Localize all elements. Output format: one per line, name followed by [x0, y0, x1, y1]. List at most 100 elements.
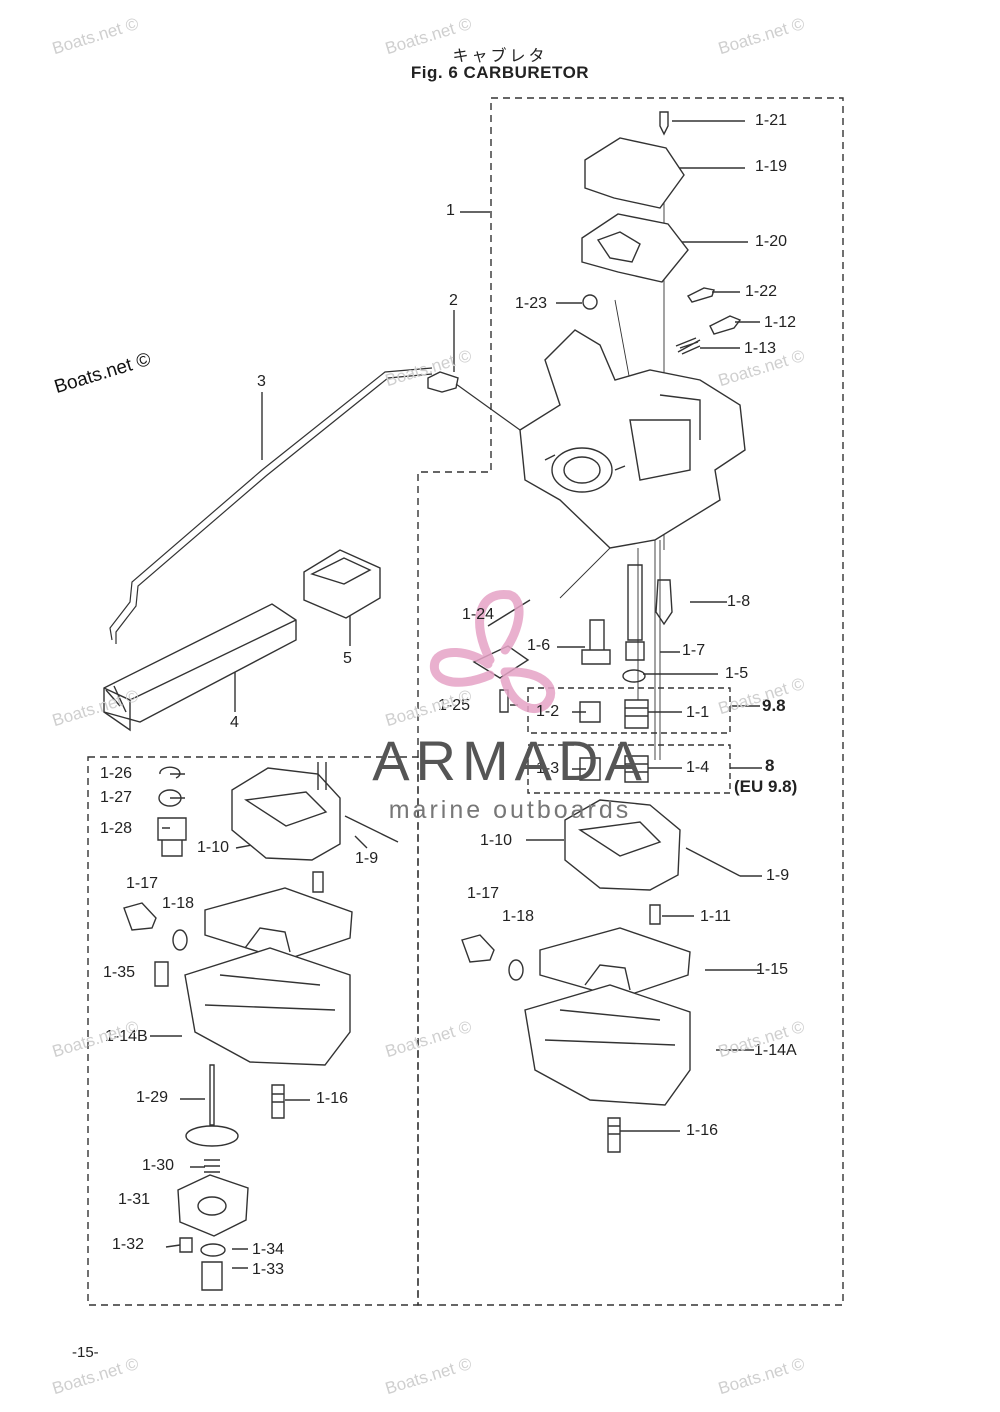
label-eu-9-8: (EU 9.8) — [734, 777, 798, 796]
label-4: 4 — [230, 714, 239, 731]
spring-1-13 — [675, 337, 701, 355]
label-1-21: 1-21 — [755, 112, 788, 129]
figure-title: Fig. 6 CARBURETOR — [410, 63, 590, 82]
needle-1-8 — [655, 579, 673, 626]
label-1-1: 1-1 — [686, 704, 710, 721]
title-japanese: キャブレタ — [452, 46, 548, 65]
diaphragm-1-29 — [185, 1125, 239, 1147]
label-1-11: 1-11 — [700, 908, 731, 925]
jet-1-3 — [579, 757, 601, 781]
diaphragm-rod-1-29 — [209, 1064, 215, 1126]
screw-1-11-right — [649, 904, 661, 925]
gasket-1-15-left — [204, 887, 353, 961]
label-1-28: 1-28 — [100, 820, 133, 837]
label-1-7: 1-7 — [682, 642, 706, 659]
page-number: -15- — [72, 1344, 99, 1361]
screw-1-21 — [659, 111, 669, 136]
washer-1-34 — [200, 1243, 226, 1257]
label-1-30: 1-30 — [142, 1157, 175, 1174]
label-1-5: 1-5 — [725, 665, 749, 682]
label-3: 3 — [257, 373, 266, 390]
label-1-9-left: 1-9 — [355, 850, 379, 867]
tube-1-7 — [625, 564, 645, 661]
washer-1-5 — [622, 669, 646, 683]
label-1-6: 1-6 — [527, 637, 551, 654]
label-1-23: 1-23 — [515, 295, 548, 312]
label-1-17-left: 1-17 — [126, 875, 159, 892]
brand-tagline: marine outboards — [388, 796, 632, 824]
label-1-18-left: 1-18 — [162, 895, 195, 912]
float-1-10-left — [231, 767, 341, 861]
valve-1-28 — [157, 817, 187, 857]
label-1-25: 1-25 — [438, 697, 471, 714]
cap-1-27 — [158, 789, 182, 807]
label-1: 1 — [446, 202, 455, 219]
float-bowl-1-14a — [524, 984, 691, 1106]
screw-1-12 — [709, 315, 742, 335]
label-1-31: 1-31 — [118, 1191, 151, 1208]
float-bowl-1-14b — [184, 947, 351, 1066]
label-1-12: 1-12 — [764, 314, 797, 331]
label-2: 2 — [449, 292, 458, 309]
nut-1-23 — [582, 294, 598, 310]
jet-1-2 — [579, 701, 601, 723]
label-1-18-right: 1-18 — [502, 908, 535, 925]
link-rod-3 — [109, 367, 521, 644]
label-1-29: 1-29 — [136, 1089, 169, 1106]
plug-1-17-left — [123, 902, 157, 931]
label-1-8: 1-8 — [727, 593, 751, 610]
label-8: 8 — [765, 756, 775, 775]
label-1-17-right: 1-17 — [467, 885, 500, 902]
plug-1-33 — [201, 1261, 223, 1291]
label-1-27: 1-27 — [100, 789, 133, 806]
brand-name: ARMADA — [372, 729, 648, 792]
label-9-8: 9.8 — [762, 696, 786, 715]
label-1-9-right: 1-9 — [766, 867, 790, 884]
label-1-16-left: 1-16 — [316, 1090, 349, 1107]
plate-1-19 — [584, 137, 685, 209]
label-1-22: 1-22 — [745, 283, 778, 300]
clip-2 — [427, 371, 459, 393]
label-1-14b: 1-14B — [105, 1028, 148, 1045]
label-1-16-right: 1-16 — [686, 1122, 719, 1139]
pin-1-35 — [154, 961, 169, 987]
assembly-1-9-8-boundary — [87, 756, 419, 1306]
label-1-15: 1-15 — [756, 961, 789, 978]
drain-screw-1-16-right — [607, 1117, 621, 1153]
label-1-10-left: 1-10 — [197, 839, 230, 856]
cover-1-31 — [177, 1174, 249, 1237]
drain-screw-1-16-left — [271, 1084, 285, 1119]
jet-1-6 — [581, 619, 611, 665]
pin-1-9-left — [344, 815, 399, 843]
kit-8-box — [527, 744, 731, 794]
o-ring-1-18-right — [508, 959, 524, 981]
label-1-10-right: 1-10 — [480, 832, 513, 849]
screw-1-11-left — [312, 871, 324, 893]
label-1-3: 1-3 — [536, 760, 560, 777]
plug-1-17-right — [461, 934, 495, 963]
label-1-20: 1-20 — [755, 233, 788, 250]
pin-1-9-right — [685, 847, 741, 877]
label-1-34: 1-34 — [252, 1241, 285, 1258]
gasket-1-15-right — [539, 927, 691, 999]
float-1-10-right — [564, 799, 681, 891]
propeller-logo — [429, 589, 556, 714]
spring-1-30 — [204, 1159, 220, 1173]
label-5: 5 — [343, 650, 352, 667]
label-1-14a: 1-14A — [754, 1042, 797, 1059]
screw-1-22 — [686, 287, 715, 303]
clip-1-26 — [159, 766, 181, 779]
o-ring-1-18-left — [172, 929, 188, 951]
label-1-33: 1-33 — [252, 1261, 285, 1278]
jet-1-4 — [624, 755, 649, 783]
screw-1-32 — [179, 1237, 193, 1253]
jet-1-1 — [624, 699, 649, 729]
label-1-2: 1-2 — [536, 703, 560, 720]
label-1-4: 1-4 — [686, 759, 710, 776]
label-1-19: 1-19 — [755, 158, 788, 175]
gasket-1-20 — [581, 213, 689, 283]
label-1-13: 1-13 — [744, 340, 777, 357]
label-1-35: 1-35 — [103, 964, 136, 981]
label-1-24: 1-24 — [462, 606, 495, 623]
